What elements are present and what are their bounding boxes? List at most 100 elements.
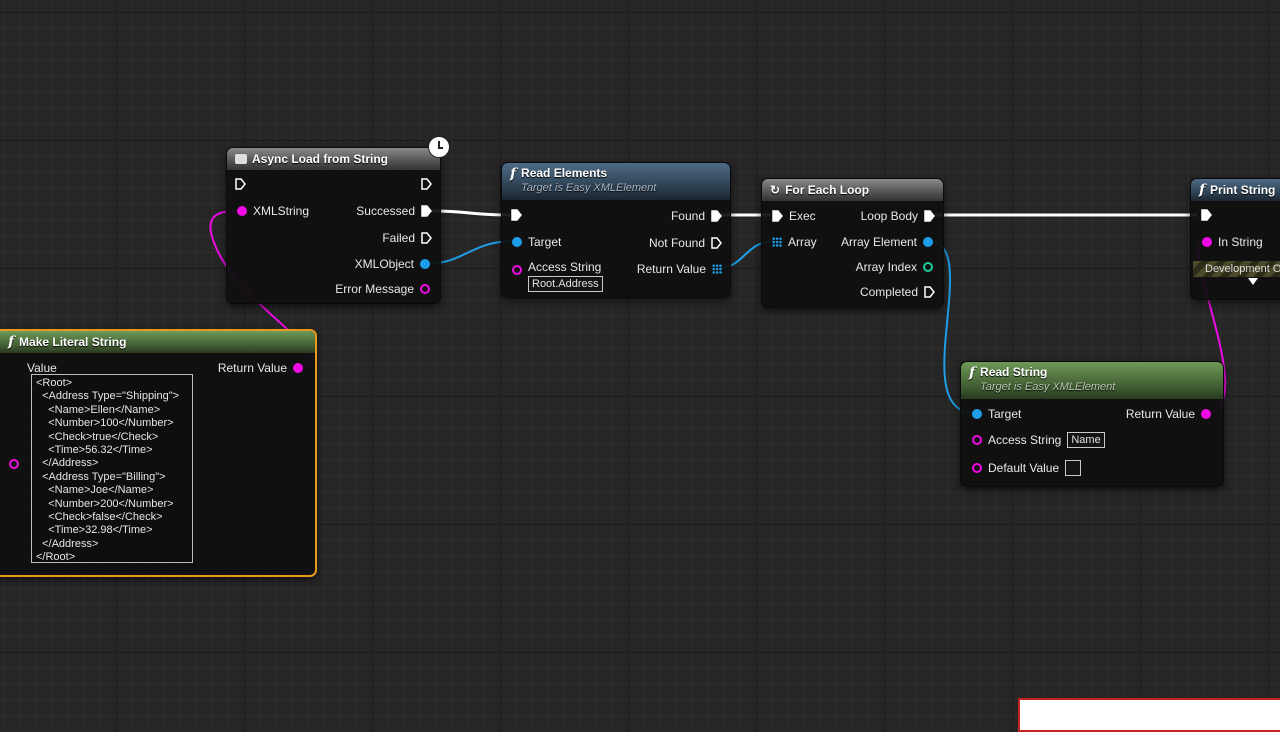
object-pin-icon (923, 237, 933, 247)
read-string-title-block: Read String Target is Easy XMLElement (980, 365, 1115, 393)
function-icon: f (8, 334, 15, 350)
read-string-access-string-pin[interactable]: Access String Name (972, 432, 1105, 448)
print-string-header[interactable]: f Print String (1191, 179, 1280, 201)
expand-arrow-icon[interactable] (1248, 278, 1258, 285)
overlay-panel (1018, 698, 1280, 732)
for-each-loop-title: For Each Loop (785, 183, 870, 197)
completed-label: Completed (859, 285, 918, 299)
found-output-pin[interactable]: Found (671, 209, 722, 223)
default-value-checkbox[interactable] (1065, 460, 1082, 476)
read-string-return-value-pin[interactable]: Return Value (1126, 407, 1211, 421)
array-pin-icon (712, 264, 722, 274)
exec-pin-icon (235, 178, 246, 190)
function-icon: f (510, 166, 517, 182)
string-pin-icon (1201, 409, 1211, 419)
for-each-loop-header[interactable]: ↻ For Each Loop (762, 179, 943, 201)
exec-pin-icon (421, 232, 432, 244)
array-pin-icon (772, 237, 782, 247)
string-pin-icon (1202, 237, 1212, 247)
default-value-pin[interactable]: Default Value (972, 460, 1082, 476)
completed-output-pin[interactable]: Completed (860, 285, 935, 299)
value-label: Value (27, 361, 57, 375)
loop-exec-in-pin[interactable]: Exec (772, 209, 816, 223)
exec-pin-icon (511, 209, 522, 221)
object-pin-icon (420, 259, 430, 269)
async-load-node[interactable]: Async Load from String XMLString Success… (226, 147, 441, 304)
xmlobject-label: XMLObject (354, 257, 414, 271)
read-elements-target-pin[interactable]: Target (512, 235, 561, 249)
access-string-label: Access String (988, 433, 1062, 447)
return-value-label: Return Value (217, 361, 287, 375)
make-literal-return-value-pin[interactable]: Return Value (218, 361, 303, 375)
loop-body-output-pin[interactable]: Loop Body (861, 209, 935, 223)
async-node-icon (235, 154, 247, 164)
read-string-header[interactable]: f Read String Target is Easy XMLElement (961, 362, 1223, 399)
read-elements-title: Read Elements (521, 166, 608, 180)
access-string-input[interactable]: Root.Address (528, 276, 603, 292)
array-index-label: Array Index (855, 260, 917, 274)
array-element-output-pin[interactable]: Array Element (841, 235, 933, 249)
found-label: Found (670, 209, 705, 223)
make-literal-string-node[interactable]: f Make Literal String Value Return Value… (0, 329, 317, 577)
error-message-output-pin[interactable]: Error Message (335, 282, 430, 296)
string-pin-icon (9, 459, 19, 469)
xml-value-textbox[interactable]: <Root> <Address Type="Shipping"> <Name>E… (31, 374, 193, 563)
function-icon: f (1199, 182, 1206, 198)
target-label: Target (988, 407, 1022, 421)
xmlobject-output-pin[interactable]: XMLObject (355, 257, 430, 271)
return-value-label: Return Value (1125, 407, 1195, 421)
latent-clock-icon (428, 136, 450, 158)
string-pin-icon (972, 435, 982, 445)
string-pin-icon (512, 265, 522, 275)
development-only-label: Development Only (1205, 263, 1280, 275)
failed-output-pin[interactable]: Failed (382, 231, 432, 245)
in-string-label: In String (1218, 235, 1263, 249)
xmlstring-input-pin[interactable]: XMLString (237, 204, 309, 218)
for-each-loop-node[interactable]: ↻ For Each Loop Exec Loop Body Array Arr… (761, 178, 944, 308)
print-exec-in-pin[interactable] (1201, 209, 1212, 221)
read-elements-node[interactable]: f Read Elements Target is Easy XMLElemen… (501, 162, 731, 298)
read-string-title: Read String (980, 365, 1048, 379)
in-string-input-pin[interactable]: In String (1202, 235, 1263, 249)
failed-label: Failed (382, 231, 415, 245)
make-literal-header[interactable]: f Make Literal String (0, 331, 315, 353)
access-string-input[interactable]: Name (1067, 432, 1105, 448)
access-string-group: Access String Root.Address (528, 260, 603, 292)
print-string-node[interactable]: f Print String In String Development Onl… (1190, 178, 1280, 300)
array-label: Array (788, 235, 817, 249)
array-element-label: Array Element (840, 235, 917, 249)
read-string-target-pin[interactable]: Target (972, 407, 1021, 421)
array-input-pin[interactable]: Array (772, 235, 817, 249)
string-pin-icon (293, 363, 303, 373)
read-elements-access-string-pin[interactable]: Access String Root.Address (512, 260, 603, 292)
return-value-label: Return Value (636, 262, 706, 276)
successed-label: Successed (356, 204, 415, 218)
read-elements-subtitle: Target is Easy XMLElement (521, 182, 657, 194)
object-pin-icon (972, 409, 982, 419)
exec-pin-icon (1201, 209, 1212, 221)
successed-output-pin[interactable]: Successed (356, 204, 432, 218)
error-message-label: Error Message (335, 282, 414, 296)
async-exec-in-pin[interactable] (235, 178, 246, 190)
not-found-output-pin[interactable]: Not Found (649, 236, 722, 250)
loop-body-label: Loop Body (860, 209, 918, 223)
read-elements-exec-in-pin[interactable] (511, 209, 522, 221)
print-string-title: Print String (1210, 183, 1276, 197)
array-index-output-pin[interactable]: Array Index (856, 260, 933, 274)
exec-pin-icon (421, 178, 432, 190)
read-elements-return-value-pin[interactable]: Return Value (637, 262, 722, 276)
read-elements-header[interactable]: f Read Elements Target is Easy XMLElemen… (502, 163, 730, 200)
string-pin-icon (420, 284, 430, 294)
async-load-header[interactable]: Async Load from String (227, 148, 440, 170)
exec-pin-icon (711, 210, 722, 222)
exec-wire-successed-to-read (431, 209, 511, 217)
xmlstring-label: XMLString (253, 204, 310, 218)
exec-pin-icon (711, 237, 722, 249)
exec-pin-icon (924, 210, 935, 222)
async-exec-out-pin[interactable] (421, 178, 432, 190)
read-string-node[interactable]: f Read String Target is Easy XMLElement … (960, 361, 1224, 487)
object-pin-icon (512, 237, 522, 247)
value-input-pin[interactable] (9, 459, 19, 469)
value-input-label-row: Value (27, 361, 57, 375)
loop-icon: ↻ (770, 183, 781, 197)
